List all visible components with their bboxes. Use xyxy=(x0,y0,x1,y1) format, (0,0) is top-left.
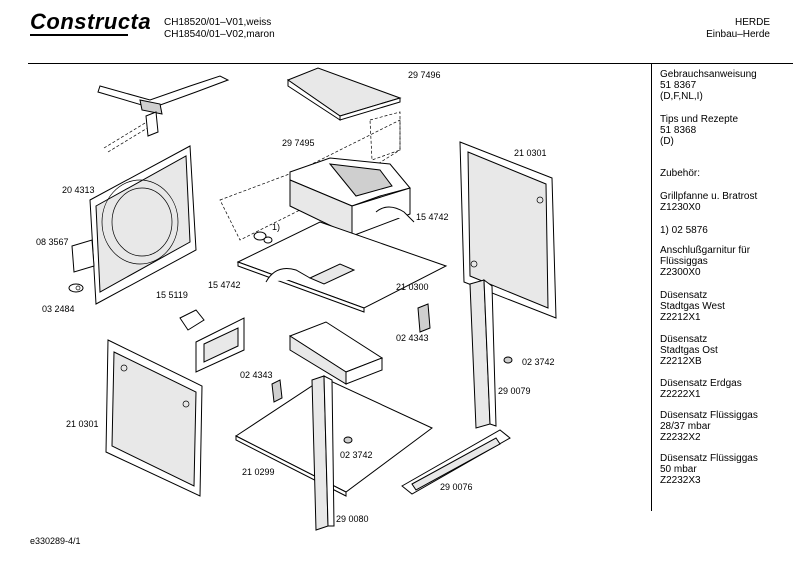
sidebar-group-recipes: Tips und Rezepte 51 8368 (D) xyxy=(660,114,738,147)
sidebar-group-footnote: 1) 02 5876 xyxy=(660,225,708,236)
sidebar-line: Z1230X0 xyxy=(660,202,701,213)
sidebar-divider xyxy=(651,63,652,511)
middle-plate xyxy=(236,206,448,313)
part-label: 21 0301 xyxy=(66,419,99,429)
sidebar-group-jets-east: Düsensatz Stadtgas Ost Z2212XB xyxy=(660,334,718,367)
part-label: 29 7496 xyxy=(408,70,441,80)
model-line: CH18520/01–V01,weiss xyxy=(164,17,272,28)
sidebar-group-jets-lpg-28: Düsensatz Flüssiggas 28/37 mbar Z2232X2 xyxy=(660,410,758,443)
sidebar-group-jets-natural-gas: Düsensatz Erdgas Z2222X1 xyxy=(660,378,742,400)
part-label: 29 0076 xyxy=(440,482,473,492)
logo-underline xyxy=(30,34,128,36)
exploded-view-drawing xyxy=(68,67,557,531)
sidebar-line: Düsensatz Flüssiggas xyxy=(660,453,758,464)
part-label: 02 4343 xyxy=(396,333,429,343)
sidebar-line: (D,F,NL,I) xyxy=(660,91,703,102)
part-label: 1) xyxy=(272,222,281,232)
sidebar-line: (D) xyxy=(660,136,674,147)
sidebar-line: 51 8367 xyxy=(660,80,697,91)
sidebar-line: Z2300X0 xyxy=(660,267,701,278)
category: HERDE xyxy=(734,17,770,28)
left-front-panel xyxy=(105,339,203,497)
sidebar-line: Anschlußgarnitur für xyxy=(660,245,751,256)
part-label: 08 3567 xyxy=(36,237,69,247)
sidebar-line: Zubehör: xyxy=(660,168,701,179)
bottom-plate xyxy=(235,377,433,497)
left-side-panel xyxy=(71,145,197,305)
sidebar-line: 1) 02 5876 xyxy=(660,225,708,236)
part-label: 15 5119 xyxy=(156,290,188,300)
sidebar-line: 51 8368 xyxy=(660,125,697,136)
nozzle xyxy=(253,231,273,244)
air-duct xyxy=(289,157,411,237)
part-label: 15 4742 xyxy=(416,212,449,222)
sidebar-line: Z2232X2 xyxy=(660,432,701,443)
part-label: 15 4742 xyxy=(208,280,241,290)
model-list: CH18520/01–V01,weiss CH18540/01–V02,maro… xyxy=(164,17,275,41)
sidebar-line: Z2232X3 xyxy=(660,475,701,486)
sidebar-line: Z2212X1 xyxy=(660,312,701,323)
sidebar-line: Düsensatz xyxy=(660,290,708,301)
sidebar-line: Düsensatz Erdgas xyxy=(660,378,742,389)
sidebar-group-accessories-heading: Zubehör: xyxy=(660,168,700,179)
sidebar-group-jets-west: Düsensatz Stadtgas West Z2212X1 xyxy=(660,290,725,323)
sidebar-line: Z2212XB xyxy=(660,356,702,367)
brand-logo: Constructa xyxy=(30,9,152,34)
part-label: 02 3742 xyxy=(522,357,555,367)
header-rule xyxy=(28,63,793,64)
hinge-left xyxy=(271,379,283,403)
category-block: HERDE Einbau–Herde xyxy=(660,17,770,41)
vertical-strip-right xyxy=(469,278,497,429)
vertical-strip-front xyxy=(311,375,335,531)
sidebar-line: Grillpfanne u. Bratrost xyxy=(660,191,758,202)
sidebar-line: Düsensatz Flüssiggas xyxy=(660,410,758,421)
model-line: CH18540/01–V02,maron xyxy=(164,29,275,40)
drawing-code: e330289-4/1 xyxy=(30,536,81,546)
part-label: 29 7495 xyxy=(282,138,315,148)
part-label: 03 2484 xyxy=(42,304,75,314)
screw xyxy=(503,356,513,364)
sidebar-group-lpg-connection: Anschlußgarnitur für Flüssiggas Z2300X0 xyxy=(660,245,750,278)
part-label: 20 4313 xyxy=(62,185,95,195)
sidebar-line: Flüssiggas xyxy=(660,256,708,267)
part-label: 02 3742 xyxy=(340,450,373,460)
sidebar-line: Stadtgas West xyxy=(660,301,725,312)
subcategory: Einbau–Herde xyxy=(706,29,770,40)
sidebar-line: 28/37 mbar xyxy=(660,421,711,432)
mounting-rail xyxy=(97,75,230,153)
bottom-strip xyxy=(401,429,511,495)
sidebar-line: Z2222X1 xyxy=(660,389,701,400)
screw xyxy=(343,436,353,444)
part-label: 29 0079 xyxy=(498,386,531,396)
hinge-right xyxy=(417,303,431,333)
part-label: 21 0301 xyxy=(514,148,547,158)
part-label: 02 4343 xyxy=(240,370,273,380)
top-cover xyxy=(286,67,402,121)
sidebar-group-jets-lpg-50: Düsensatz Flüssiggas 50 mbar Z2232X3 xyxy=(660,453,758,486)
burner-bracket xyxy=(179,309,245,373)
sidebar-group-grill: Grillpfanne u. Bratrost Z1230X0 xyxy=(660,191,757,213)
drawer-tray xyxy=(288,321,384,385)
sidebar-line: 50 mbar xyxy=(660,464,697,475)
right-side-panel-upper xyxy=(459,141,557,319)
clip xyxy=(68,283,84,293)
sidebar-line: Stadtgas Ost xyxy=(660,345,718,356)
sidebar-line: Tips und Rezepte xyxy=(660,114,739,125)
part-label: 21 0300 xyxy=(396,282,429,292)
sidebar-line: Gebrauchsanweisung xyxy=(660,69,757,80)
part-label: 29 0080 xyxy=(336,514,369,524)
part-label: 21 0299 xyxy=(242,467,275,477)
sidebar-group-manual: Gebrauchsanweisung 51 8367 (D,F,NL,I) xyxy=(660,69,757,102)
sidebar-line: Düsensatz xyxy=(660,334,708,345)
